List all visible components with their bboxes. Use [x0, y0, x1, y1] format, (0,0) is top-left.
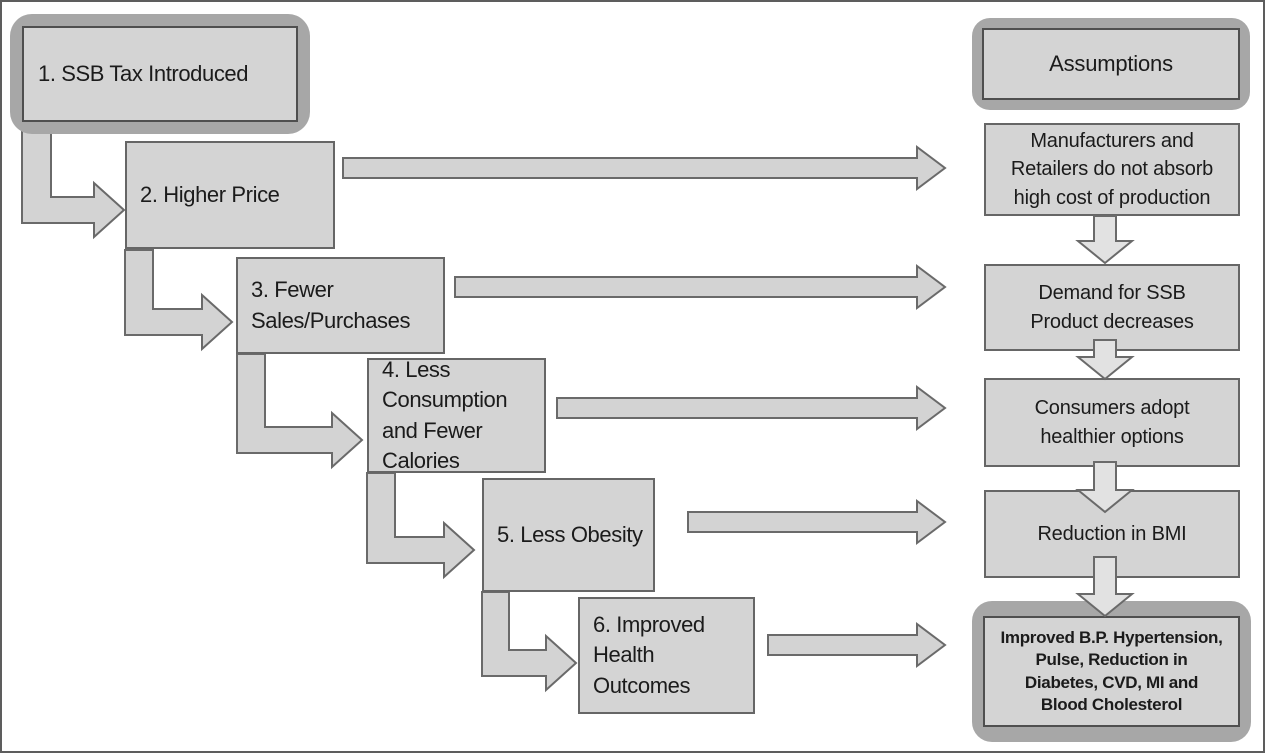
flow-box-1: 1. SSB Tax Introduced: [10, 14, 310, 134]
flow-box-5: 5. Less Obesity: [482, 478, 655, 592]
outcome-box-inner: Improved B.P. Hypertension, Pulse, Reduc…: [983, 616, 1240, 727]
flow-arrow-4: [687, 499, 947, 545]
assumption-box-2-label: Demand for SSB Product decreases: [1030, 282, 1194, 333]
arrow-shape: [124, 249, 234, 352]
elbow-arrow-1: [21, 128, 126, 240]
down-arrow-1: [1075, 215, 1135, 265]
assumptions-header-inner: Assumptions: [982, 28, 1240, 100]
down-arrow-3: [1075, 461, 1135, 514]
arrow-shape: [366, 472, 476, 580]
assumptions-header-box: Assumptions: [972, 18, 1250, 110]
elbow-arrow-3: [236, 353, 364, 470]
outcome-box: Improved B.P. Hypertension, Pulse, Reduc…: [972, 601, 1251, 742]
flow-box-3-label: 3. Fewer Sales/Purchases: [251, 277, 411, 333]
assumption-box-3: Consumers adopt healthier options: [984, 378, 1240, 467]
flow-box-5-label: 5. Less Obesity: [497, 521, 643, 547]
arrow-shape: [454, 264, 947, 310]
flow-box-6-label: 6. Improved Health Outcomes: [593, 611, 705, 698]
elbow-arrow-2: [124, 249, 234, 352]
assumption-box-4-label: Reduction in BMI: [1037, 522, 1187, 545]
down-arrow-2: [1075, 339, 1135, 381]
flow-arrow-5: [767, 622, 947, 668]
flow-box-2-label: 2. Higher Price: [140, 181, 280, 207]
assumption-box-1-label: Manufacturers and Retailers do not absor…: [1010, 129, 1214, 209]
arrow-shape: [767, 622, 947, 668]
flow-arrow-2: [454, 264, 947, 310]
flow-box-3: 3. Fewer Sales/Purchases: [236, 257, 445, 354]
elbow-arrow-4: [366, 472, 476, 580]
assumption-box-1: Manufacturers and Retailers do not absor…: [984, 123, 1240, 216]
arrow-shape: [556, 385, 947, 431]
flow-arrow-1: [342, 145, 947, 191]
arrow-shape: [687, 499, 947, 545]
flow-arrow-3: [556, 385, 947, 431]
arrow-shape: [1075, 215, 1135, 265]
arrow-shape: [1075, 556, 1135, 618]
assumption-box-3-label: Consumers adopt healthier options: [1034, 397, 1190, 448]
flow-box-1-inner: 1. SSB Tax Introduced: [22, 26, 298, 122]
outcome-box-label: Improved B.P. Hypertension, Pulse, Reduc…: [1000, 627, 1223, 714]
arrow-shape: [21, 128, 126, 240]
assumptions-header-label: Assumptions: [1049, 51, 1173, 76]
flow-box-2: 2. Higher Price: [125, 141, 335, 249]
flow-box-4-label: 4. Less Consumption and Fewer Calories: [382, 356, 508, 473]
flow-box-1-label: 1. SSB Tax Introduced: [38, 61, 249, 86]
flow-box-4: 4. Less Consumption and Fewer Calories: [367, 356, 546, 473]
arrow-shape: [1075, 461, 1135, 514]
flow-box-6: 6. Improved Health Outcomes: [578, 597, 755, 714]
arrow-shape: [481, 591, 578, 693]
arrow-shape: [1075, 339, 1135, 381]
elbow-arrow-5: [481, 591, 578, 693]
assumption-box-2: Demand for SSB Product decreases: [984, 264, 1240, 351]
arrow-shape: [236, 353, 364, 470]
arrow-shape: [342, 145, 947, 191]
down-arrow-4: [1075, 556, 1135, 618]
